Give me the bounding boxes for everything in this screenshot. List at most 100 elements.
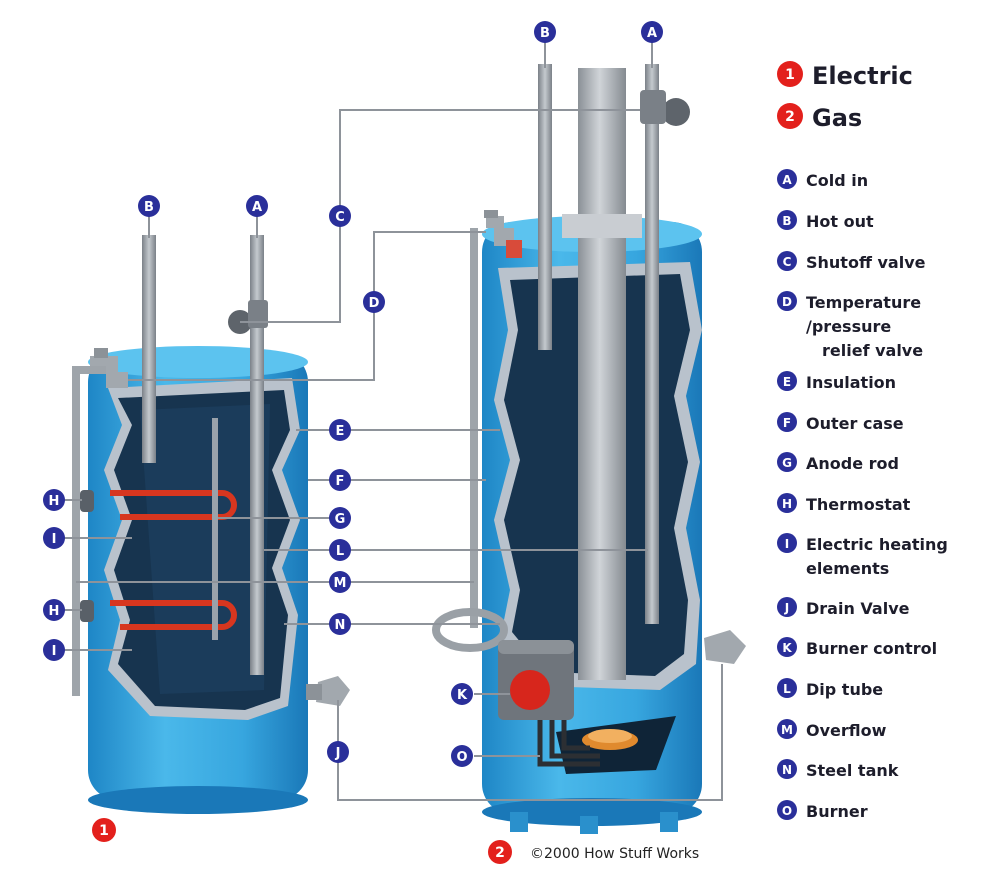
svg-text:D: D	[369, 296, 380, 311]
electric-cold-in-pipe	[250, 235, 264, 675]
electric-thermostat-upper	[80, 490, 94, 512]
gas-supply-coil	[432, 608, 508, 652]
legend-label: Insulation	[806, 373, 896, 392]
legend-badge	[777, 719, 797, 739]
legend-badge	[777, 533, 797, 553]
legend-label: relief valve	[822, 341, 923, 360]
legend-badge-letter: L	[783, 682, 791, 696]
svg-text:H: H	[49, 494, 60, 509]
legend-badge-letter: F	[783, 416, 791, 430]
legend-badge	[777, 412, 797, 432]
legend-badge-letter: G	[782, 456, 792, 470]
svg-text:Electric: Electric	[812, 62, 913, 90]
callout-hot-out-electric: B	[138, 195, 160, 217]
legend-item: E Insulation	[777, 371, 896, 392]
callout-steel-tank: N	[329, 613, 351, 635]
legend-label: Drain Valve	[806, 599, 910, 618]
type-key-electric: 1 Electric	[777, 61, 913, 90]
legend-badge-letter: N	[782, 763, 792, 777]
svg-text:M: M	[334, 576, 347, 591]
electric-case-bottom	[88, 786, 308, 814]
callout-outer-case: F	[329, 469, 351, 491]
svg-text:J: J	[335, 746, 341, 761]
callout-cold-in-gas: A	[641, 21, 663, 43]
callout-insulation: E	[329, 419, 351, 441]
callout-burner: O	[451, 745, 473, 767]
legend-badge-letter: E	[783, 375, 791, 389]
electric-heating-element-lower	[110, 600, 237, 630]
callout-heating-element-upper: I	[43, 527, 65, 549]
legend-badge-letter: D	[782, 295, 792, 309]
legend-label: Anode rod	[806, 454, 899, 473]
svg-text:H: H	[49, 604, 60, 619]
legend-badge-letter: K	[782, 641, 792, 655]
legend-item: K Burner control	[777, 637, 937, 658]
legend-label: Dip tube	[806, 680, 883, 699]
electric-relief-valve	[90, 356, 128, 388]
svg-text:B: B	[144, 200, 154, 215]
legend-badge-letter: I	[785, 537, 789, 551]
legend-badge	[777, 169, 797, 189]
legend-badge-letter: C	[783, 255, 792, 269]
legend-label: Shutoff valve	[806, 253, 926, 272]
legend-item: M Overflow	[777, 719, 887, 740]
callout-badges: B A C D E F G L	[43, 21, 663, 864]
svg-text:Gas: Gas	[812, 104, 862, 132]
legend-badge	[777, 210, 797, 230]
legend-badge	[777, 800, 797, 820]
legend-badge-letter: O	[782, 804, 792, 818]
legend-label: Burner	[806, 802, 868, 821]
svg-text:G: G	[335, 512, 346, 527]
electric-water-heater	[72, 235, 350, 814]
svg-text:1: 1	[99, 823, 109, 839]
svg-text:2: 2	[495, 845, 505, 861]
electric-thermostat-lower	[80, 600, 94, 622]
legend-label: Overflow	[806, 721, 887, 740]
legend-label: Temperature	[806, 293, 921, 312]
svg-text:L: L	[336, 544, 344, 559]
legend-badge	[777, 251, 797, 271]
legend-item: O Burner	[777, 800, 868, 821]
svg-text:E: E	[336, 424, 345, 439]
gas-flue	[578, 68, 626, 680]
gas-water-heater	[432, 64, 746, 834]
callout-thermostat-upper: H	[43, 489, 65, 511]
electric-drain-valve	[316, 676, 350, 706]
callout-hot-out-gas: B	[534, 21, 556, 43]
callout-anode-rod: G	[329, 507, 351, 529]
legend-badge-letter: J	[784, 601, 789, 615]
callout-drain-valve: J	[327, 741, 349, 763]
svg-text:C: C	[335, 210, 345, 225]
legend-label: Steel tank	[806, 761, 899, 780]
svg-text:N: N	[335, 618, 346, 633]
svg-text:A: A	[647, 26, 657, 41]
type-key: 1 Electric 2 Gas	[777, 61, 913, 132]
legend-item: J Drain Valve	[777, 597, 910, 618]
legend-label: Thermostat	[806, 495, 911, 514]
callout-relief-valve: D	[363, 291, 385, 313]
legend-label: Burner control	[806, 639, 937, 658]
legend-item: F Outer case	[777, 412, 904, 433]
gas-cold-in-pipe	[645, 64, 659, 624]
legend-label: Hot out	[806, 212, 874, 231]
legend-badge	[777, 371, 797, 391]
callout-gas-number: 2	[488, 840, 512, 864]
gas-relief-valve	[486, 216, 514, 246]
legend-badge	[777, 637, 797, 657]
svg-text:B: B	[540, 26, 550, 41]
callout-overflow: M	[329, 571, 351, 593]
legend-badge-letter: M	[781, 723, 793, 737]
svg-text:K: K	[457, 688, 468, 703]
svg-text:O: O	[456, 750, 467, 765]
legend-badge	[777, 759, 797, 779]
legend-label: Outer case	[806, 414, 904, 433]
legend-badge-letter: B	[782, 214, 791, 228]
electric-hot-out-pipe	[142, 235, 156, 463]
svg-text:F: F	[336, 474, 345, 489]
callout-shutoff-valve: C	[329, 205, 351, 227]
gas-hot-out-pipe	[538, 64, 552, 350]
